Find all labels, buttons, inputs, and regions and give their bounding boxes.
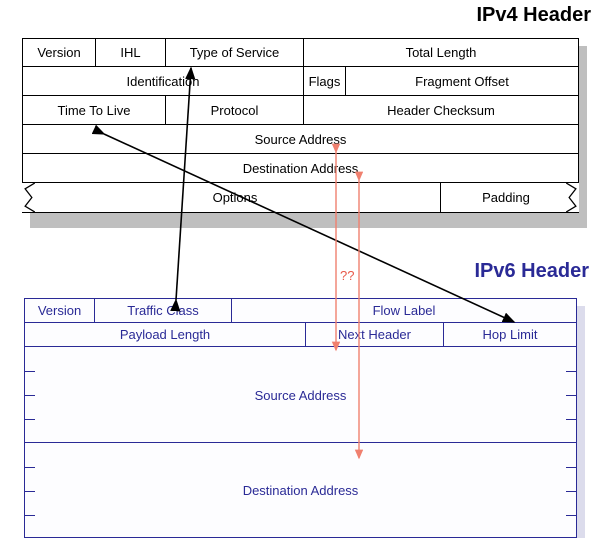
ipv6-field-next-header: Next Header [306, 323, 444, 346]
ipv6-word-tick [566, 371, 576, 372]
ipv4-field-header-checksum: Header Checksum [387, 102, 495, 118]
ipv6-word-tick [566, 467, 576, 468]
ipv4-field-flags: Flags [304, 67, 346, 95]
ipv4-field-ihl: IHL [96, 39, 166, 66]
ipv6-header-title: IPv6 Header [474, 260, 589, 282]
ipv6-row-3: Source Address [25, 347, 576, 443]
ipv6-row-2: Payload Length Next Header Hop Limit [25, 323, 576, 347]
ipv4-field-source-address: Source Address [254, 131, 347, 147]
ipv4-options-right-zigzag [566, 183, 577, 212]
ipv6-word-tick [25, 491, 35, 492]
ipv4-field-padding: Padding [482, 190, 530, 205]
ipv4-header-title: IPv4 Header [476, 4, 591, 26]
ipv4-field-total-length: Total Length [405, 45, 477, 60]
ipv6-word-tick [25, 395, 35, 396]
ipv4-header-table: Version IHL Type of Service Total Length… [22, 38, 579, 220]
ipv6-word-tick [25, 419, 35, 420]
ipv4-row-6: Options Padding [22, 183, 579, 213]
ipv4-field-destination-address: Destination Address [242, 160, 359, 176]
ipv4-options-left-zigzag [24, 183, 35, 212]
ipv6-field-hop-limit: Hop Limit [482, 327, 538, 342]
ipv6-word-tick [25, 371, 35, 372]
ipv6-word-tick [566, 515, 576, 516]
ipv4-field-fragment-offset: Fragment Offset [415, 73, 509, 89]
ipv6-word-tick [566, 395, 576, 396]
ipv6-header-table: Version Traffic Class Flow Label Payload… [24, 298, 577, 538]
ipv6-field-source-address: Source Address [254, 387, 347, 403]
ipv4-row-1: Version IHL Type of Service Total Length [22, 38, 579, 67]
ipv4-row-3: Time To Live Protocol Header Checksum [22, 96, 579, 125]
ipv6-field-payload-length: Payload Length [25, 323, 306, 346]
ipv4-field-protocol: Protocol [166, 96, 304, 124]
ipv6-word-tick [566, 419, 576, 420]
ipv4-field-time-to-live: Time To Live [23, 96, 166, 124]
ipv4-row-2: Identification Flags Fragment Offset [22, 67, 579, 96]
ipv4-field-identification: Identification [23, 67, 304, 95]
ipv6-field-traffic-class: Traffic Class [95, 299, 232, 322]
ipv6-field-version: Version [25, 299, 95, 322]
ipv4-field-type-of-service: Type of Service [166, 39, 304, 66]
ipv4-row-5: Destination Address [22, 154, 579, 183]
ipv6-field-destination-address: Destination Address [242, 482, 359, 498]
ipv6-word-tick [25, 467, 35, 468]
ipv4-field-version: Version [23, 39, 96, 66]
ipv6-field-flow-label: Flow Label [372, 303, 436, 318]
ipv4-row-4: Source Address [22, 125, 579, 154]
ipv6-word-tick [566, 491, 576, 492]
ipv4-field-options: Options [30, 183, 441, 212]
ipv6-row-4: Destination Address [25, 443, 576, 537]
ipv6-row-1: Version Traffic Class Flow Label [25, 299, 576, 323]
ipv6-word-tick [25, 515, 35, 516]
question-marks-label: ?? [340, 268, 355, 283]
